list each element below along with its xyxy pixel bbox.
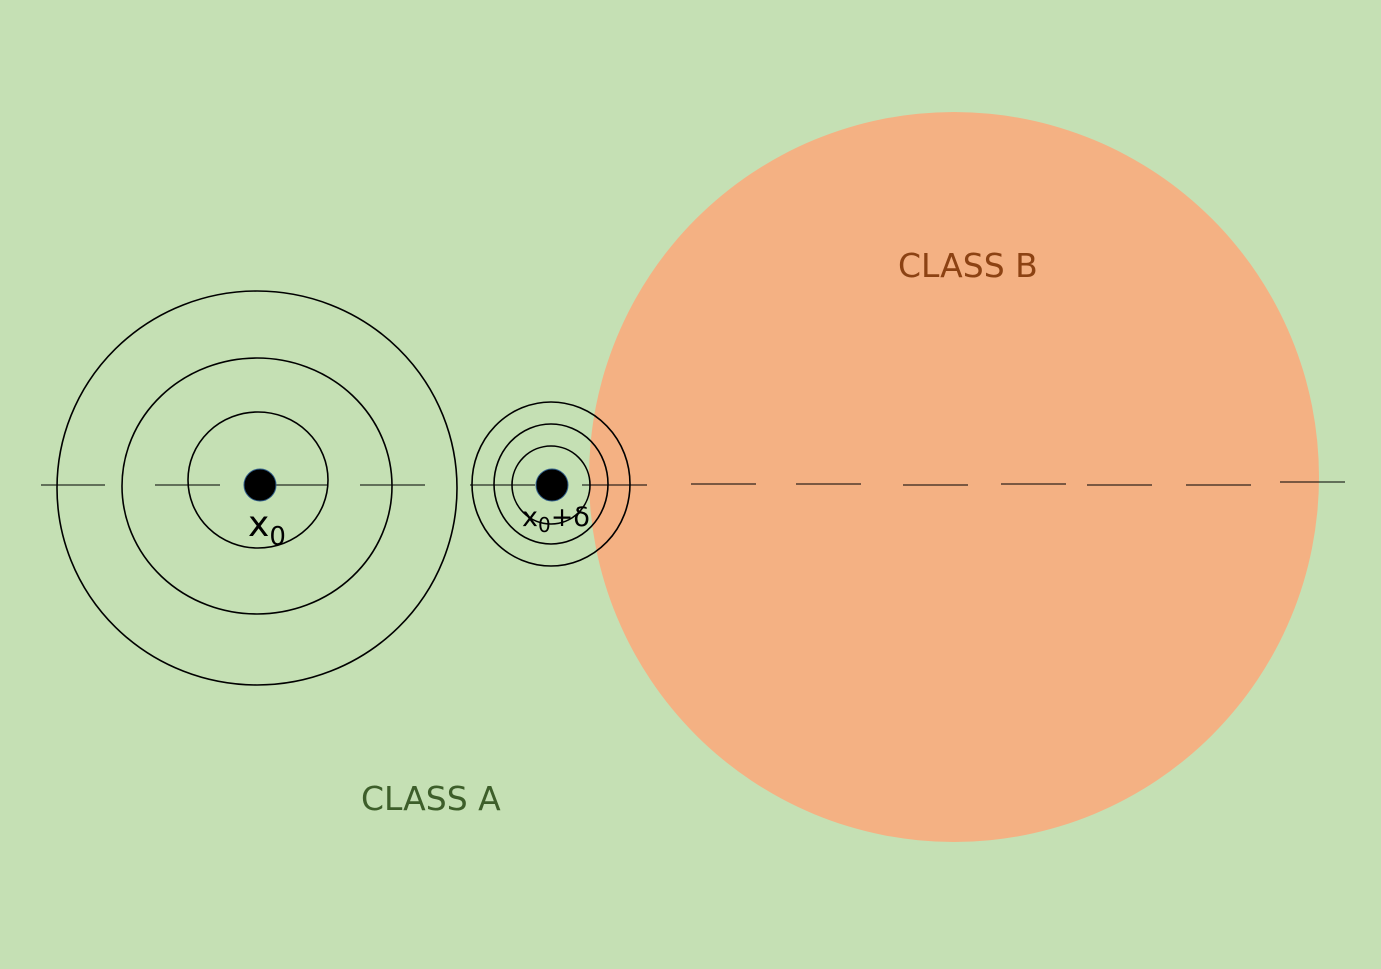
label-base: x: [248, 504, 269, 545]
class-b-region: [589, 112, 1319, 842]
ring-middle: [493, 423, 609, 545]
ring-outer: [56, 290, 458, 686]
class-b-label: CLASS B: [898, 246, 1038, 285]
label-suffix: +δ: [551, 502, 590, 533]
perturbed-point-marker: [535, 468, 569, 502]
original-point-label: x0: [248, 504, 286, 552]
original-point-marker: [243, 468, 277, 502]
class-a-label: CLASS A: [361, 779, 501, 818]
perturbed-point-label: x0+δ: [522, 502, 590, 537]
original-point-rings: [56, 290, 458, 686]
ring-inner: [511, 445, 591, 525]
ring-middle: [121, 357, 393, 615]
label-subscript: 0: [538, 513, 551, 537]
ring-inner: [187, 411, 329, 549]
perturbed-point-rings: [471, 401, 631, 567]
ring-outer: [471, 401, 631, 567]
label-base: x: [522, 502, 538, 533]
label-subscript: 0: [269, 522, 286, 552]
